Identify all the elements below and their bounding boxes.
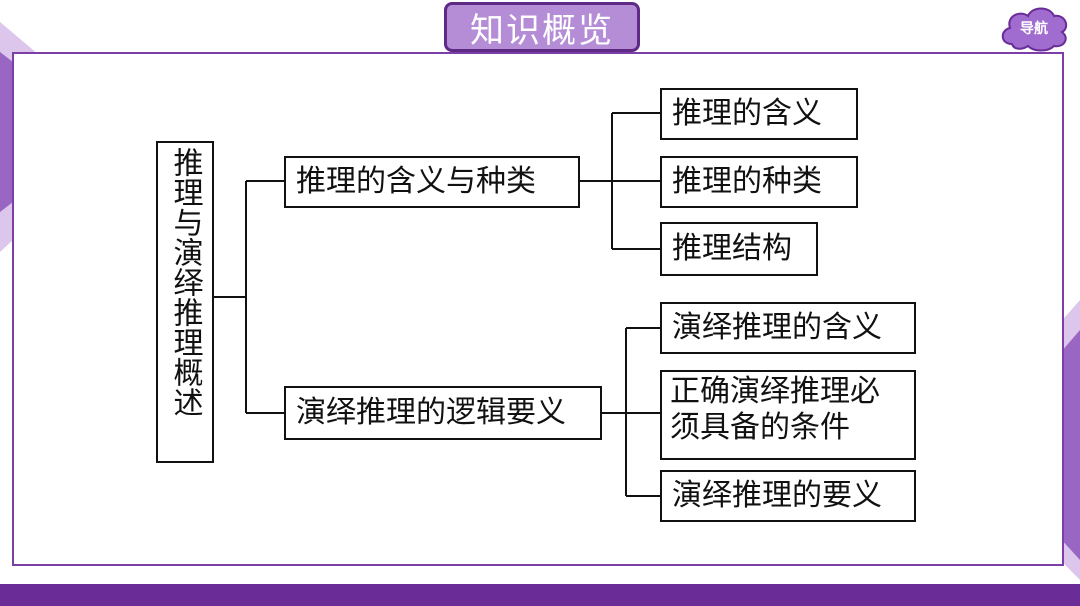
leaf-label: 推理的种类 [672, 164, 822, 199]
leaf-label: 推理的含义 [672, 96, 822, 131]
branch-label: 推理的含义与种类 [296, 164, 536, 199]
root-node: 推理与演绎推理概述 [156, 141, 214, 463]
leaf-label: 演绎推理的含义 [672, 310, 882, 345]
root-label: 推理与演绎推理概述 [167, 147, 203, 417]
nav-button[interactable]: 导航 [998, 4, 1070, 52]
leaf-node: 演绎推理的要义 [660, 470, 916, 522]
leaf-node: 推理的种类 [660, 156, 858, 208]
leaf-node: 推理结构 [660, 222, 818, 276]
leaf-label: 正确演绎推理必须具备的条件 [670, 374, 880, 445]
leaf-label: 演绎推理的要义 [672, 478, 882, 513]
branch-node-1: 推理的含义与种类 [284, 156, 580, 208]
leaf-node: 正确演绎推理必须具备的条件 [660, 370, 916, 460]
leaf-node: 演绎推理的含义 [660, 302, 916, 354]
leaf-label: 推理结构 [672, 231, 792, 266]
branch-label: 演绎推理的逻辑要义 [296, 395, 566, 430]
nav-label: 导航 [1020, 21, 1048, 37]
leaf-node: 推理的含义 [660, 88, 858, 140]
branch-node-2: 演绎推理的逻辑要义 [284, 386, 602, 440]
page-title: 知识概览 [444, 2, 640, 52]
bottom-bar [0, 584, 1080, 606]
cloud-badge-icon [1001, 7, 1068, 52]
